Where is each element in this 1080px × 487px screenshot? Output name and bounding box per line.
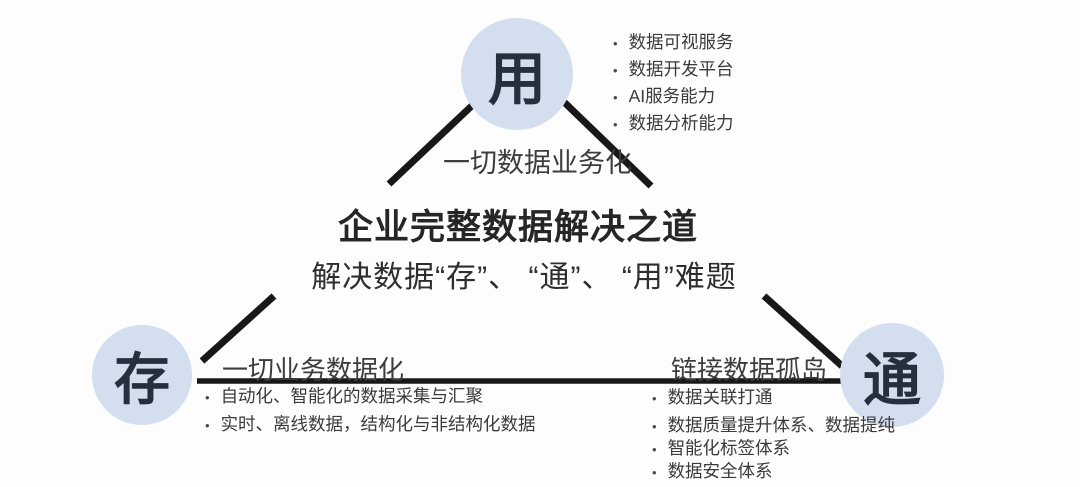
bullet-dot-icon: • xyxy=(205,390,210,405)
node-label-connect: 通 xyxy=(862,348,921,413)
diagram-title: 企业完整数据解决之道 xyxy=(337,208,698,247)
edge-line-top-left xyxy=(386,97,481,187)
bullet-list-store: • 自动化、智能化的数据采集与汇聚 • 实时、离线数据，结构化与非结构化数据 xyxy=(205,384,555,440)
list-item: • AI服务能力 xyxy=(613,83,853,110)
bullet-dot-icon: • xyxy=(652,442,657,457)
bullet-text: 自动化、智能化的数据采集与汇聚 xyxy=(220,386,484,406)
list-item: • 实时、离线数据，结构化与非结构化数据 xyxy=(205,412,555,437)
bullet-dot-icon: • xyxy=(652,391,657,406)
list-item: • 智能化标签体系 xyxy=(652,437,972,460)
node-circle-use: 用 xyxy=(461,18,573,130)
bullet-dot-icon: • xyxy=(613,36,618,51)
bullet-dot-icon: • xyxy=(205,418,210,433)
edge-line-bottom-right xyxy=(761,293,845,369)
edge-line-bottom-left xyxy=(199,293,277,364)
node-circle-store: 存 xyxy=(92,325,192,425)
node-label-use: 用 xyxy=(487,47,546,112)
edge-label-use: 一切数据业务化 xyxy=(443,148,632,178)
list-item: • 数据关联打通 xyxy=(652,386,972,409)
bullet-text: 数据安全体系 xyxy=(667,461,773,481)
bullet-text: 数据开发平台 xyxy=(628,59,734,79)
bullet-list-connect: • 数据关联打通 • 数据质量提升体系、数据提纯 • 智能化标签体系 • 数据安… xyxy=(652,386,972,483)
bullet-text: 实时、离线数据，结构化与非结构化数据 xyxy=(220,414,536,434)
list-item: • 自动化、智能化的数据采集与汇聚 xyxy=(205,384,555,409)
list-item: • 数据开发平台 xyxy=(613,56,853,83)
list-item: • 数据分析能力 xyxy=(613,110,853,137)
edge-line-top-right xyxy=(561,99,654,189)
bullet-dot-icon: • xyxy=(613,117,618,132)
bullet-dot-icon: • xyxy=(613,90,618,105)
bullet-text: 数据质量提升体系、数据提纯 xyxy=(667,415,896,435)
bullet-dot-icon: • xyxy=(613,63,618,78)
list-item: • 数据安全体系 xyxy=(652,460,972,483)
bullet-dot-icon: • xyxy=(652,419,657,434)
bullet-text: 数据可视服务 xyxy=(628,32,734,52)
node-circle-connect: 通 xyxy=(840,323,944,427)
bullet-dot-icon: • xyxy=(652,465,657,480)
list-item: • 数据质量提升体系、数据提纯 xyxy=(652,414,972,437)
edge-label-store: 一切业务数据化 xyxy=(222,355,405,385)
bullet-list-use: • 数据可视服务 • 数据开发平台 • AI服务能力 • 数据分析能力 xyxy=(613,29,853,137)
bullet-text: 数据关联打通 xyxy=(667,387,773,407)
bullet-text: 数据分析能力 xyxy=(628,113,734,133)
bullet-text: AI服务能力 xyxy=(628,86,716,106)
edge-label-connect: 链接数据孤岛 xyxy=(671,355,828,385)
node-label-store: 存 xyxy=(114,347,170,411)
diagram-subtitle: 解决数据“存”、 “通”、 “用”难题 xyxy=(311,261,737,294)
list-item: • 数据可视服务 xyxy=(613,29,853,56)
bullet-text: 智能化标签体系 xyxy=(667,438,791,458)
